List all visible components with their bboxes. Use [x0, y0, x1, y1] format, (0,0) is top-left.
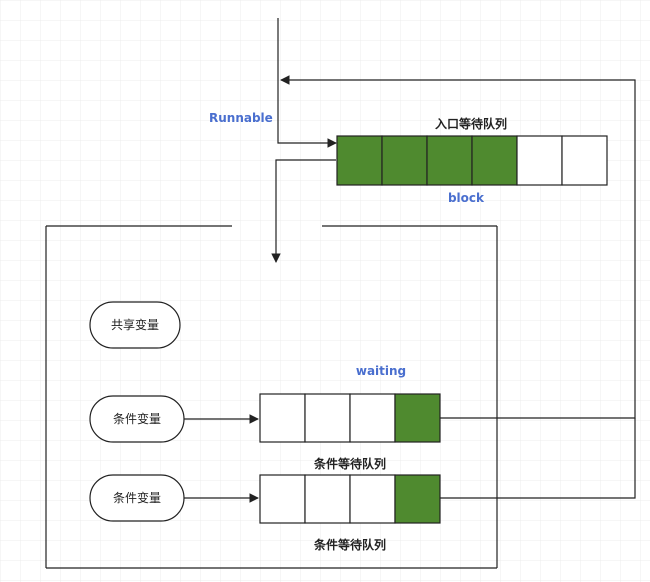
- shared-variable-pill: 共享变量: [89, 301, 181, 349]
- block-label: block: [448, 191, 485, 205]
- shared-variable-label: 共享变量: [111, 317, 159, 332]
- condition-queue-2-cell-1: [259, 474, 306, 524]
- condition-queue-label-1: 条件等待队列: [313, 456, 386, 471]
- condition-queue-label-2: 条件等待队列: [313, 537, 386, 552]
- condition-queue-1-cell-4: [394, 393, 441, 443]
- condition-variable-label-2: 条件变量: [113, 490, 161, 505]
- runnable-arrow: [277, 18, 337, 148]
- entry-queue-cell-4: [471, 135, 518, 186]
- return-line-2: [440, 418, 636, 499]
- monitor-box: [45, 225, 498, 569]
- condition-queue-2-cell-4: [394, 474, 441, 524]
- condition-variable-pill-2: 条件变量: [89, 474, 185, 522]
- condition-queue-2: [259, 474, 441, 524]
- entry-queue-cell-2: [381, 135, 428, 186]
- entry-queue-cell-5: [516, 135, 563, 186]
- condition-queue-2-cell-3: [349, 474, 396, 524]
- return-arrow: [280, 75, 636, 419]
- waiting-label: waiting: [356, 364, 406, 378]
- condition-queue-2-cell-2: [304, 474, 351, 524]
- entry-queue: [336, 135, 608, 186]
- condition-queue-1-cell-1: [259, 393, 306, 443]
- entry-queue-cell-1: [336, 135, 383, 186]
- runnable-label: Runnable: [209, 111, 273, 125]
- condition-queue-1: [259, 393, 441, 443]
- entry-queue-cell-6: [561, 135, 608, 186]
- entry-queue-label: 入口等待队列: [435, 116, 507, 131]
- enter-monitor-arrow: [271, 159, 336, 263]
- condition-variable-pill-1: 条件变量: [89, 395, 185, 443]
- condition-queue-1-cell-3: [349, 393, 396, 443]
- condition-variable-label-1: 条件变量: [113, 411, 161, 426]
- entry-queue-cell-3: [426, 135, 473, 186]
- condition-queue-1-cell-2: [304, 393, 351, 443]
